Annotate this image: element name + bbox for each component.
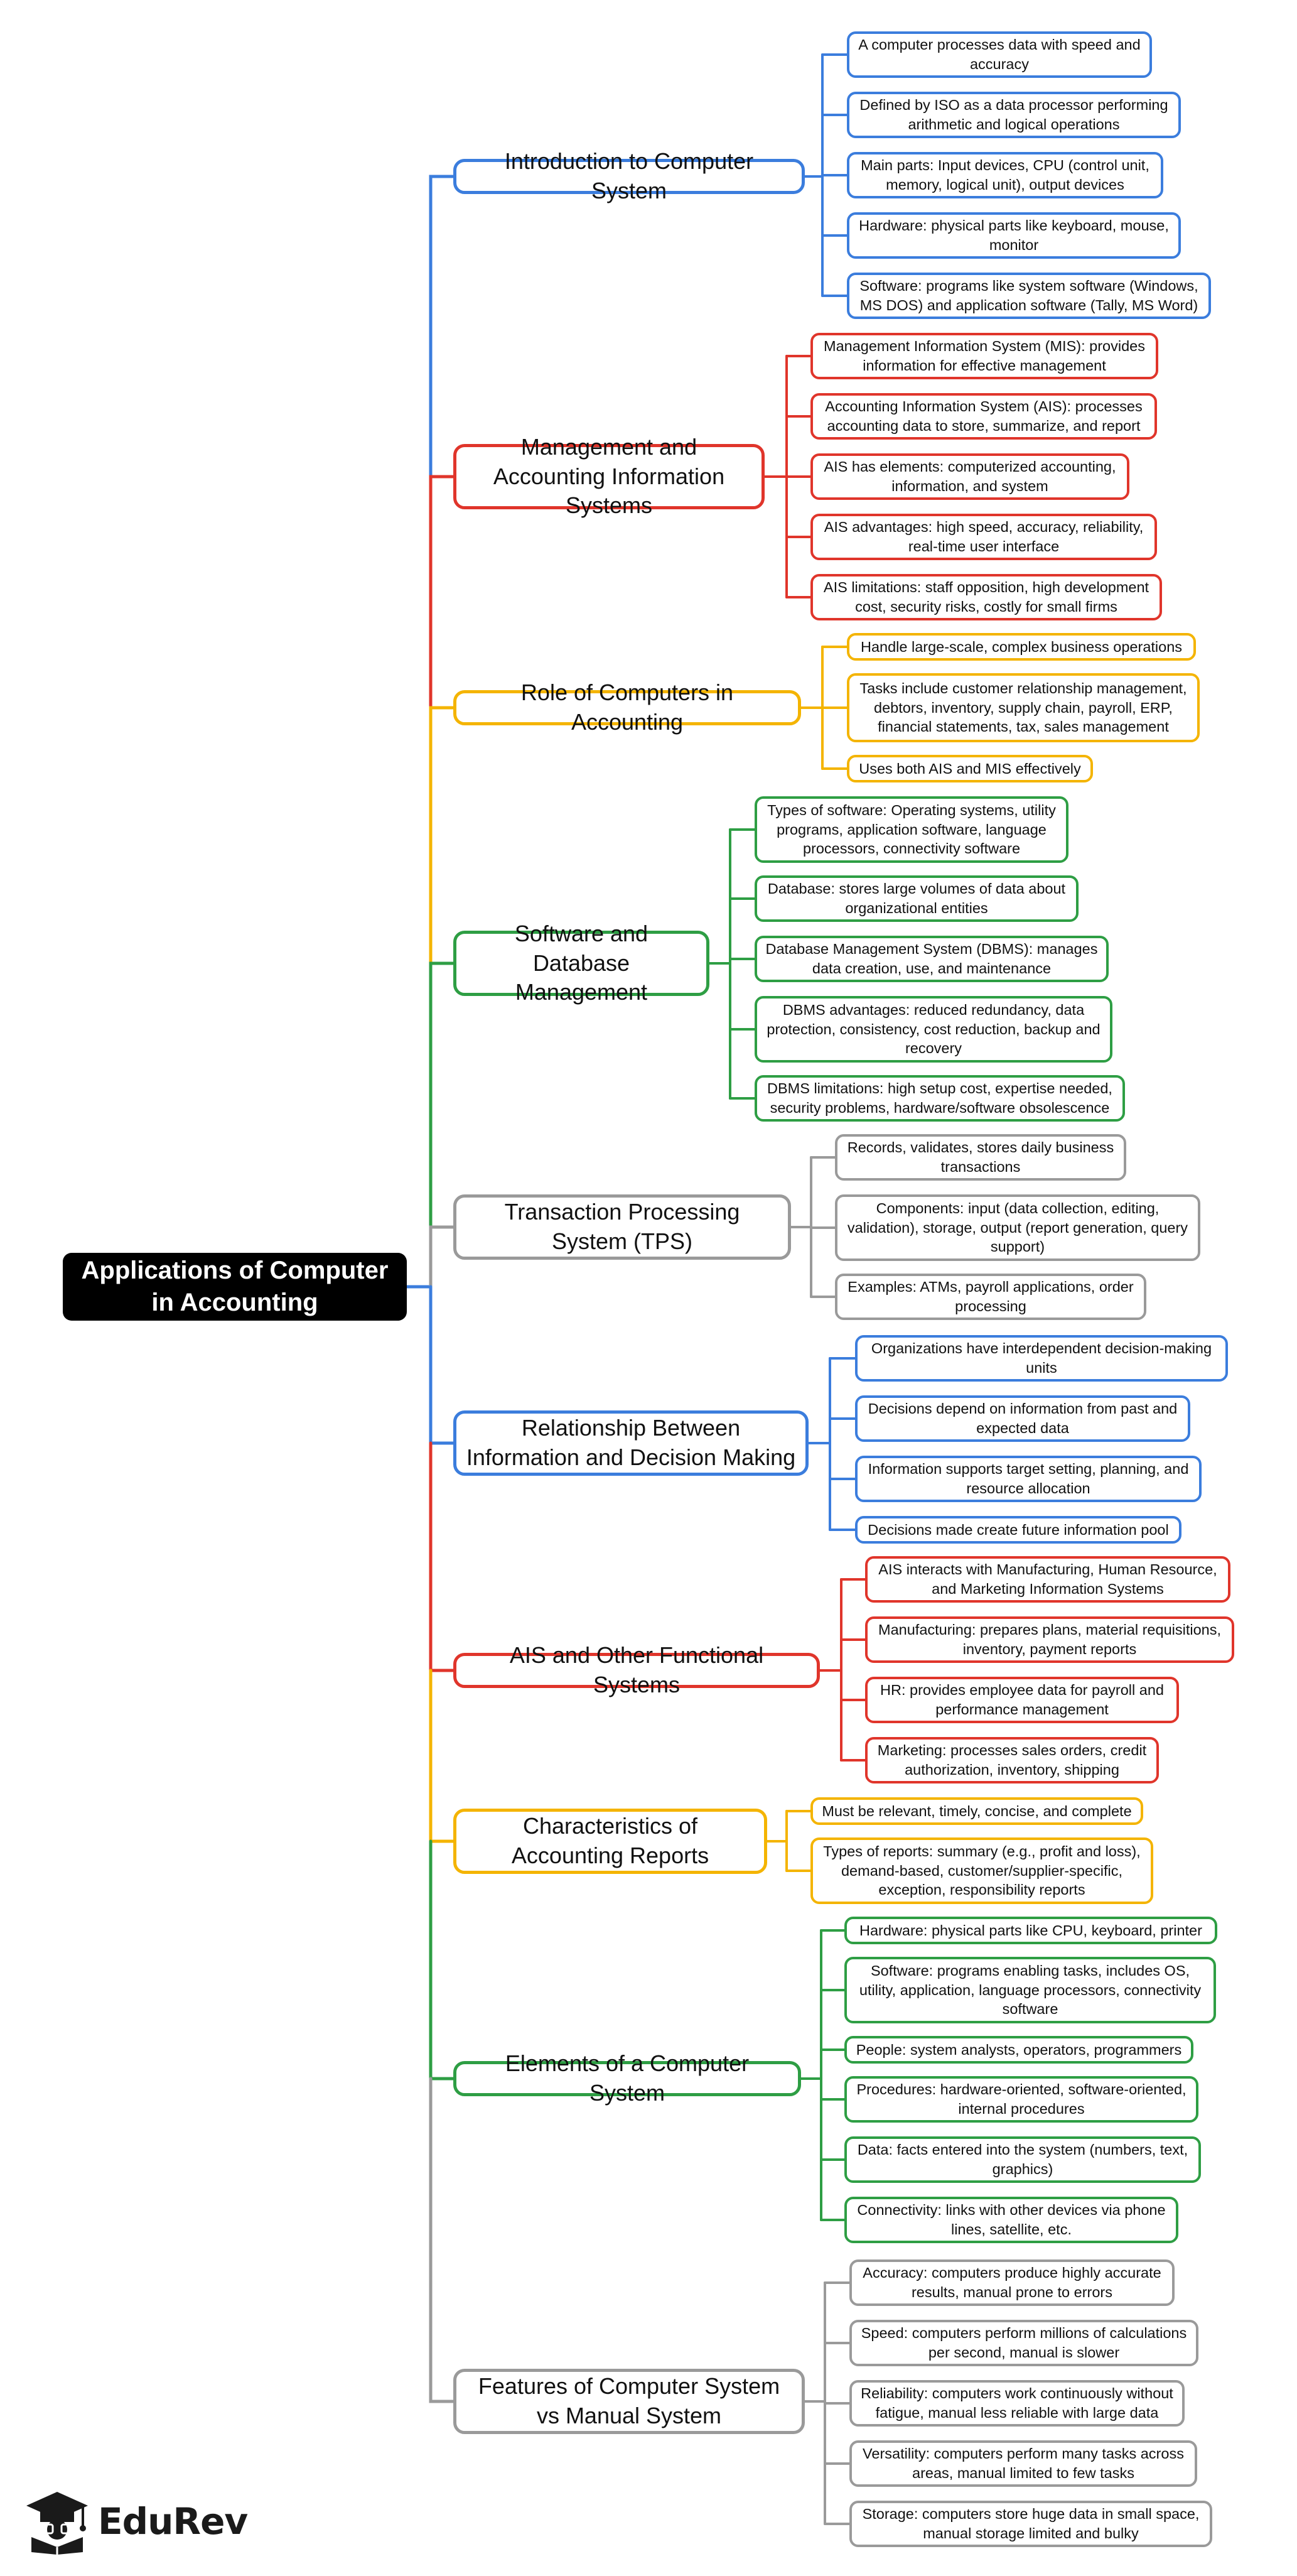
leaf-node: Software: programs like system software … xyxy=(847,273,1211,319)
leaf-node: Management Information System (MIS): pro… xyxy=(810,333,1158,379)
trunk-connector xyxy=(429,175,455,479)
leaf-node: Defined by ISO as a data processor perfo… xyxy=(847,92,1181,138)
leaf-node: DBMS limitations: high setup cost, exper… xyxy=(755,1075,1125,1122)
leaf-node: Accuracy: computers produce highly accur… xyxy=(849,2259,1175,2306)
leaf-node: Connectivity: links with other devices v… xyxy=(844,2197,1178,2243)
leaf-node: Information supports target setting, pla… xyxy=(855,1456,1202,1502)
leaf-node: Records, validates, stores daily busines… xyxy=(835,1134,1126,1181)
leaf-node: A computer processes data with speed and… xyxy=(847,31,1152,78)
leaf-node: Hardware: physical parts like keyboard, … xyxy=(847,212,1181,259)
leaf-node: Database: stores large volumes of data a… xyxy=(755,875,1079,922)
leaf-node: Tasks include customer relationship mana… xyxy=(847,673,1200,742)
leaf-node: AIS limitations: staff opposition, high … xyxy=(810,574,1162,620)
leaf-node: AIS interacts with Manufacturing, Human … xyxy=(865,1556,1230,1603)
branch-node: AIS and Other Functional Systems xyxy=(453,1642,820,1697)
branch-node: Transaction Processing System (TPS) xyxy=(453,1194,791,1260)
trunk-connector xyxy=(429,1669,455,1843)
leaf-node: Versatility: computers perform many task… xyxy=(849,2440,1197,2487)
leaf-node: Decisions made create future information… xyxy=(855,1516,1181,1544)
leaf-node: Speed: computers perform millions of cal… xyxy=(849,2320,1198,2366)
trunk-connector xyxy=(429,2077,455,2403)
leaf-node: Organizations have interdependent decisi… xyxy=(855,1335,1228,1382)
branch-node: Introduction to Computer System xyxy=(453,148,805,203)
branch-node: Role of Computers in Accounting xyxy=(453,679,801,735)
branch-node: Relationship Between Information and Dec… xyxy=(453,1410,809,1476)
trunk-connector xyxy=(429,475,455,710)
leaf-node: Hardware: physical parts like CPU, keybo… xyxy=(844,1917,1217,1944)
leaf-node: Main parts: Input devices, CPU (control … xyxy=(847,152,1163,198)
trunk-connector xyxy=(429,1285,455,1445)
branch-node: Software and Database Management xyxy=(453,921,709,1005)
leaf-node: Manufacturing: prepares plans, material … xyxy=(865,1616,1234,1663)
trunk-connector xyxy=(429,1839,455,2081)
branch-node: Characteristics of Accounting Reports xyxy=(453,1809,767,1874)
trunk-connector xyxy=(429,706,455,965)
leaf-node: Types of reports: summary (e.g., profit … xyxy=(810,1837,1153,1904)
leaf-node: Software: programs enabling tasks, inclu… xyxy=(844,1957,1216,2023)
branch-node: Elements of a Computer System xyxy=(453,2050,801,2106)
leaf-node: Reliability: computers work continuously… xyxy=(849,2380,1185,2427)
leaf-node: AIS has elements: computerized accountin… xyxy=(810,453,1129,500)
leaf-node: Decisions depend on information from pas… xyxy=(855,1395,1190,1442)
root-node: Applications of Computer in Accounting xyxy=(63,1253,407,1321)
edurev-logo: EduRev xyxy=(23,2487,261,2556)
leaf-node: Database Management System (DBMS): manag… xyxy=(755,936,1109,982)
leaf-node: DBMS advantages: reduced redundancy, dat… xyxy=(755,996,1112,1063)
trunk-connector xyxy=(429,961,455,1229)
leaf-node: Accounting Information System (AIS): pro… xyxy=(810,393,1157,440)
leaf-node: Data: facts entered into the system (num… xyxy=(844,2136,1201,2183)
leaf-node: HR: provides employee data for payroll a… xyxy=(865,1677,1179,1723)
trunk-connector xyxy=(429,1441,455,1672)
leaf-node: Procedures: hardware-oriented, software-… xyxy=(844,2076,1198,2123)
leaf-node: Types of software: Operating systems, ut… xyxy=(755,796,1068,863)
graduation-cap-reader-icon xyxy=(26,2492,88,2555)
leaf-node: Storage: computers store huge data in sm… xyxy=(849,2501,1212,2547)
logo-text: EduRev xyxy=(98,2500,248,2543)
leaf-node: People: system analysts, operators, prog… xyxy=(844,2036,1193,2064)
trunk-connector xyxy=(429,1225,455,1289)
leaf-node: Must be relevant, timely, concise, and c… xyxy=(810,1797,1143,1825)
leaf-node: Uses both AIS and MIS effectively xyxy=(847,755,1093,782)
branch-node: Management and Accounting Information Sy… xyxy=(453,434,765,518)
leaf-node: Components: input (data collection, edit… xyxy=(835,1194,1200,1261)
leaf-node: Examples: ATMs, payroll applications, or… xyxy=(835,1274,1146,1320)
branch-node: Features of Computer System vs Manual Sy… xyxy=(453,2369,805,2434)
leaf-node: Handle large-scale, complex business ope… xyxy=(847,633,1196,661)
leaf-node: Marketing: processes sales orders, credi… xyxy=(865,1737,1159,1783)
leaf-node: AIS advantages: high speed, accuracy, re… xyxy=(810,514,1157,560)
